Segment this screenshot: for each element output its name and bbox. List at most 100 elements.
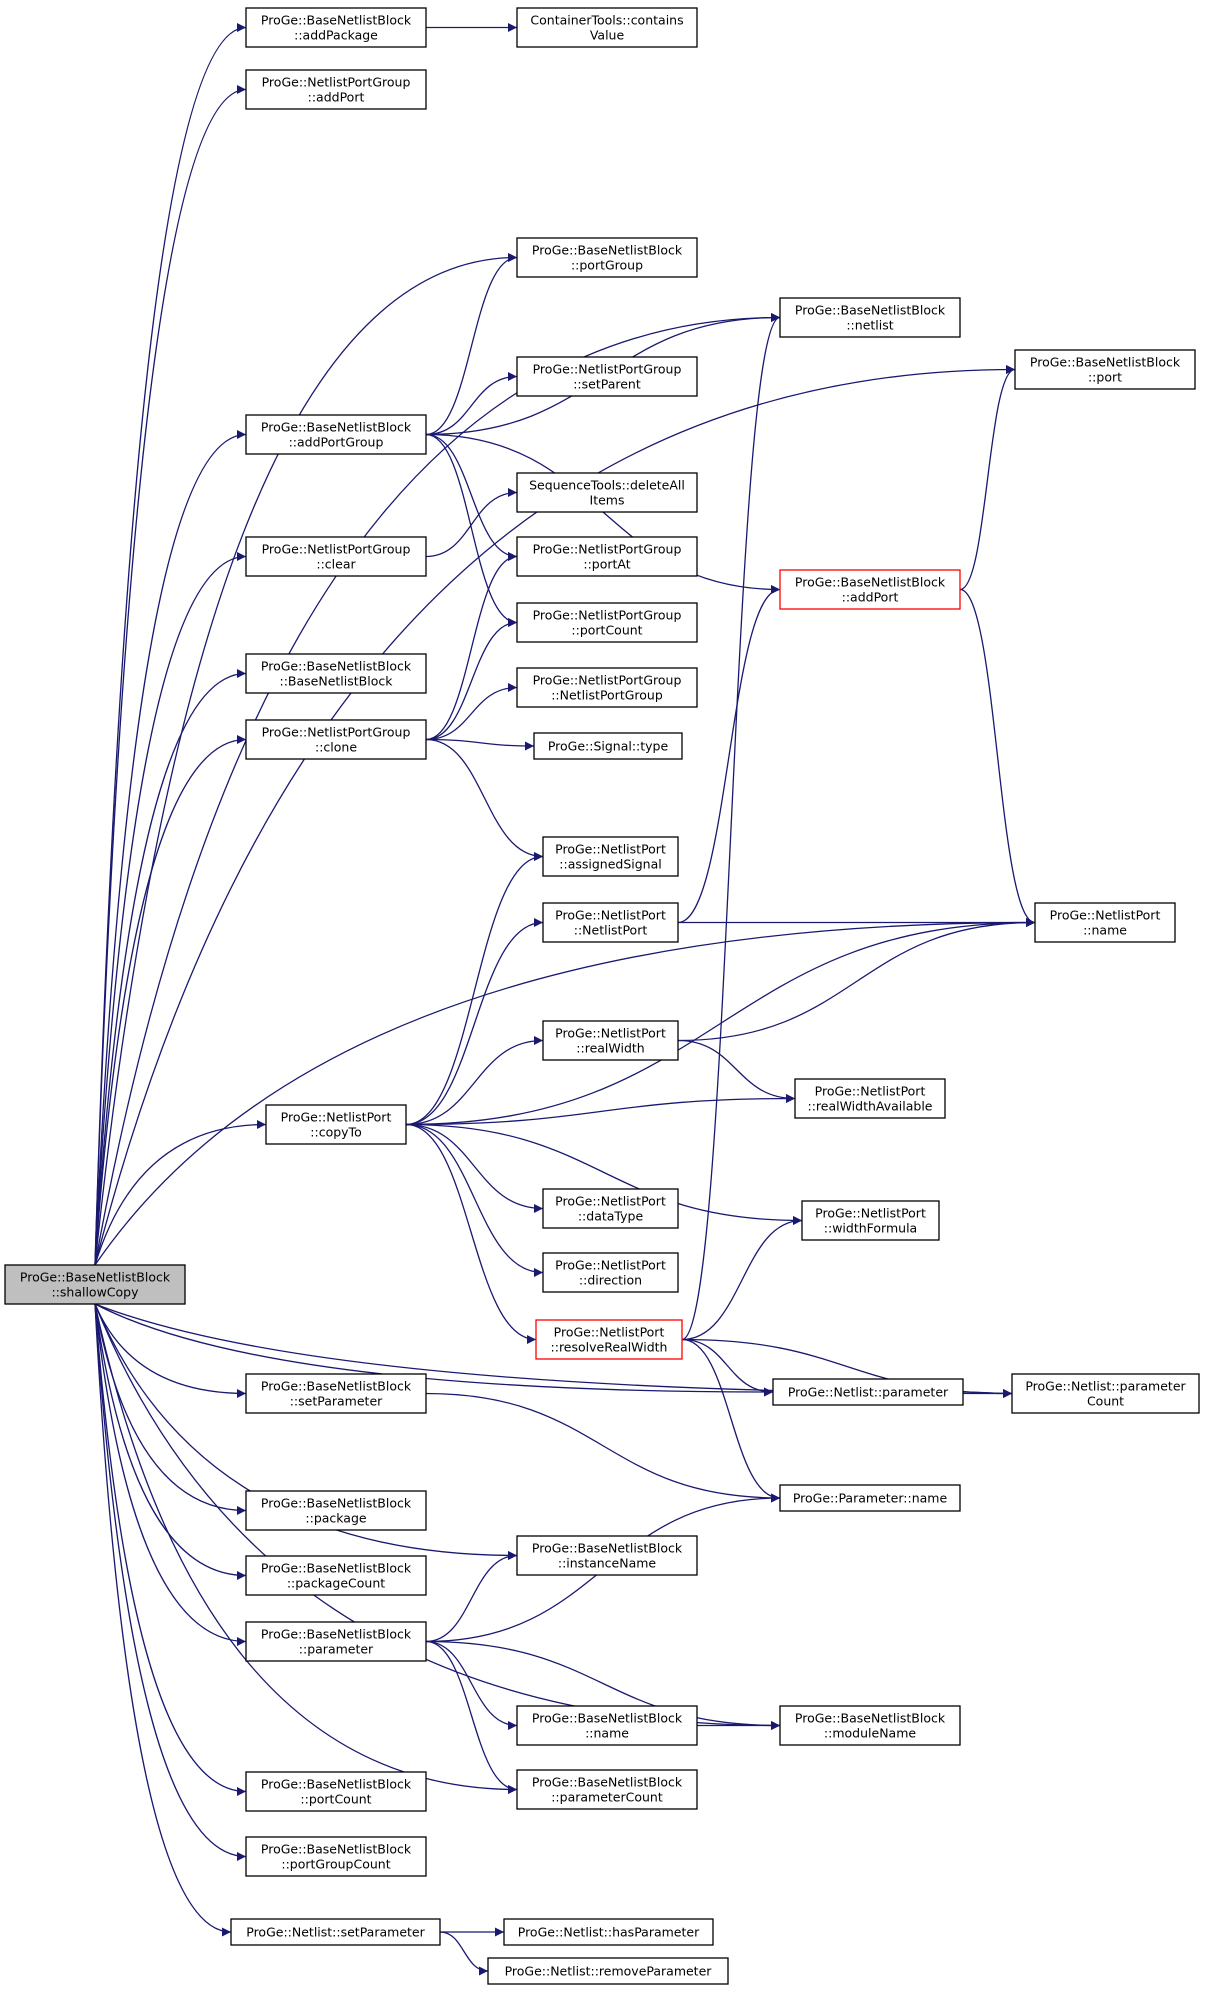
node-label: ::widthFormula	[824, 1221, 917, 1236]
node-add-package[interactable]: ProGe::BaseNetlistBlock::addPackage	[245, 7, 427, 48]
node-signal-type[interactable]: ProGe::Signal::type	[533, 732, 683, 760]
edge-bnbParameter-to-instanceName	[425, 1551, 518, 1643]
node-data-type[interactable]: ProGe::NetlistPort::dataType	[542, 1188, 679, 1229]
node-port[interactable]: ProGe::BaseNetlistBlock::port	[1014, 349, 1196, 390]
node-label: ::portCount	[300, 1792, 371, 1807]
node-box	[516, 1705, 698, 1746]
node-box	[516, 1535, 698, 1576]
node-resolve-real-width[interactable]: ProGe::NetlistPort::resolveRealWidth	[535, 1319, 683, 1360]
node-label: ProGe::BaseNetlistBlock	[261, 659, 412, 674]
node-bnb-parameter[interactable]: ProGe::BaseNetlistBlock::parameter	[245, 1621, 427, 1662]
node-label: ProGe::Parameter::name	[793, 1491, 948, 1506]
node-copy-to[interactable]: ProGe::NetlistPort::copyTo	[265, 1104, 407, 1145]
node-np-name[interactable]: ProGe::NetlistPort::name	[1034, 902, 1176, 943]
node-label: ::addPort	[842, 590, 899, 605]
node-npg-add-port[interactable]: ProGe::NetlistPortGroup::addPort	[245, 69, 427, 110]
node-port-at[interactable]: ProGe::NetlistPortGroup::portAt	[516, 536, 698, 577]
node-parameter-count[interactable]: ProGe::Netlist::parameterCount	[1011, 1373, 1200, 1414]
node-label: ::resolveRealWidth	[551, 1340, 668, 1355]
node-label: Count	[1087, 1394, 1124, 1409]
node-bnb-ctor[interactable]: ProGe::BaseNetlistBlock::BaseNetlistBloc…	[245, 653, 427, 694]
node-np-ctor[interactable]: ProGe::NetlistPort::NetlistPort	[542, 902, 679, 943]
node-instance-name[interactable]: ProGe::BaseNetlistBlock::instanceName	[516, 1535, 698, 1576]
node-width-formula[interactable]: ProGe::NetlistPort::widthFormula	[801, 1200, 940, 1241]
node-box	[516, 237, 698, 278]
node-box	[245, 719, 427, 760]
node-label: ContainerTools::contains	[530, 13, 683, 28]
node-bnb-name[interactable]: ProGe::BaseNetlistBlock::name	[516, 1705, 698, 1746]
edge-npgClone-to-npgCtor	[425, 683, 518, 741]
edge-copyTo-to-npCtor	[405, 918, 544, 1126]
node-label: ProGe::Netlist::hasParameter	[518, 1925, 700, 1940]
node-label: ProGe::NetlistPort	[555, 1194, 666, 1209]
node-assigned-signal[interactable]: ProGe::NetlistPort::assignedSignal	[542, 836, 679, 877]
node-netlist-parameter[interactable]: ProGe::Netlist::parameter	[772, 1378, 964, 1406]
node-box	[516, 356, 698, 397]
node-label: ::name	[1083, 923, 1127, 938]
node-npg-port-count[interactable]: ProGe::NetlistPortGroup::portCount	[516, 602, 698, 643]
node-box	[535, 1319, 683, 1360]
edge-shallowCopy-to-packageCount	[94, 1303, 247, 1580]
node-box	[245, 1373, 427, 1414]
edge-shallowCopy-to-bnbCtor	[94, 669, 247, 1266]
edge-shallowCopy-to-copyTo	[94, 1120, 267, 1266]
node-label: ProGe::BaseNetlistBlock	[795, 1711, 946, 1726]
node-label: ProGe::NetlistPort	[815, 1084, 926, 1099]
edge-shallowCopy-to-npgAddPort	[94, 85, 247, 1266]
node-real-width-available[interactable]: ProGe::NetlistPort::realWidthAvailable	[794, 1078, 946, 1119]
edge-npgClone-to-assignedSignal	[425, 738, 544, 861]
edge-bnbAddPort-to-port	[959, 365, 1016, 591]
node-box	[542, 1020, 679, 1061]
node-label: ProGe::NetlistPortGroup	[262, 725, 411, 740]
node-bnb-add-port[interactable]: ProGe::BaseNetlistBlock::addPort	[779, 569, 961, 610]
edge-shallowCopy-to-addPackage	[94, 23, 247, 1266]
node-real-width[interactable]: ProGe::NetlistPort::realWidth	[542, 1020, 679, 1061]
node-bnb-port-count[interactable]: ProGe::BaseNetlistBlock::portCount	[245, 1771, 427, 1812]
node-box	[245, 69, 427, 110]
node-label: ::addPackage	[294, 28, 378, 43]
node-port-group[interactable]: ProGe::BaseNetlistBlock::portGroup	[516, 237, 698, 278]
node-box	[779, 1705, 961, 1746]
node-label: ProGe::Signal::type	[548, 739, 669, 754]
node-label: ProGe::BaseNetlistBlock	[795, 303, 946, 318]
node-box	[4, 1264, 186, 1305]
node-set-parent[interactable]: ProGe::NetlistPortGroup::setParent	[516, 356, 698, 397]
node-label: ::package	[305, 1511, 367, 1526]
node-netlist[interactable]: ProGe::BaseNetlistBlock::netlist	[779, 297, 961, 338]
node-label: ProGe::BaseNetlistBlock	[261, 13, 412, 28]
edge-copyTo-to-dataType	[405, 1123, 544, 1213]
node-add-port-group[interactable]: ProGe::BaseNetlistBlock::addPortGroup	[245, 414, 427, 455]
node-box	[516, 472, 698, 513]
node-set-parameter[interactable]: ProGe::BaseNetlistBlock::setParameter	[245, 1373, 427, 1414]
node-bnb-parameter-count[interactable]: ProGe::BaseNetlistBlock::parameterCount	[516, 1769, 698, 1810]
node-box	[230, 1918, 441, 1946]
node-port-group-count[interactable]: ProGe::BaseNetlistBlock::portGroupCount	[245, 1836, 427, 1877]
node-module-name[interactable]: ProGe::BaseNetlistBlock::moduleName	[779, 1705, 961, 1746]
node-npg-clone[interactable]: ProGe::NetlistPortGroup::clone	[245, 719, 427, 760]
node-shallow-copy[interactable]: ProGe::BaseNetlistBlock::shallowCopy	[4, 1264, 186, 1305]
node-has-parameter[interactable]: ProGe::Netlist::hasParameter	[503, 1918, 714, 1946]
node-label: ProGe::NetlistPort	[555, 908, 666, 923]
node-box	[245, 653, 427, 694]
edge-bnbParameter-to-bnbParameterCount	[425, 1640, 518, 1794]
edge-addPortGroup-to-portAt	[425, 433, 518, 561]
node-label: ProGe::BaseNetlistBlock	[261, 1561, 412, 1576]
node-npg-ctor[interactable]: ProGe::NetlistPortGroup::NetlistPortGrou…	[516, 667, 698, 708]
node-label: ProGe::BaseNetlistBlock	[20, 1270, 171, 1285]
edge-bnbParameter-to-moduleName	[425, 1640, 781, 1730]
node-direction[interactable]: ProGe::NetlistPort::direction	[542, 1252, 679, 1293]
node-label: ProGe::NetlistPort	[555, 1026, 666, 1041]
edge-copyTo-to-realWidthAvailable	[405, 1094, 796, 1126]
node-label: ::netlist	[846, 318, 893, 333]
node-netlist-set-parameter[interactable]: ProGe::Netlist::setParameter	[230, 1918, 441, 1946]
node-label: ProGe::NetlistPortGroup	[533, 542, 682, 557]
node-package-count[interactable]: ProGe::BaseNetlistBlock::packageCount	[245, 1555, 427, 1596]
edge-realWidth-to-npName	[677, 918, 1036, 1042]
node-remove-parameter[interactable]: ProGe::Netlist::removeParameter	[487, 1957, 729, 1985]
node-clear[interactable]: ProGe::NetlistPortGroup::clear	[245, 536, 427, 577]
node-package[interactable]: ProGe::BaseNetlistBlock::package	[245, 1490, 427, 1531]
node-box	[794, 1078, 946, 1119]
node-param-name[interactable]: ProGe::Parameter::name	[779, 1484, 961, 1512]
